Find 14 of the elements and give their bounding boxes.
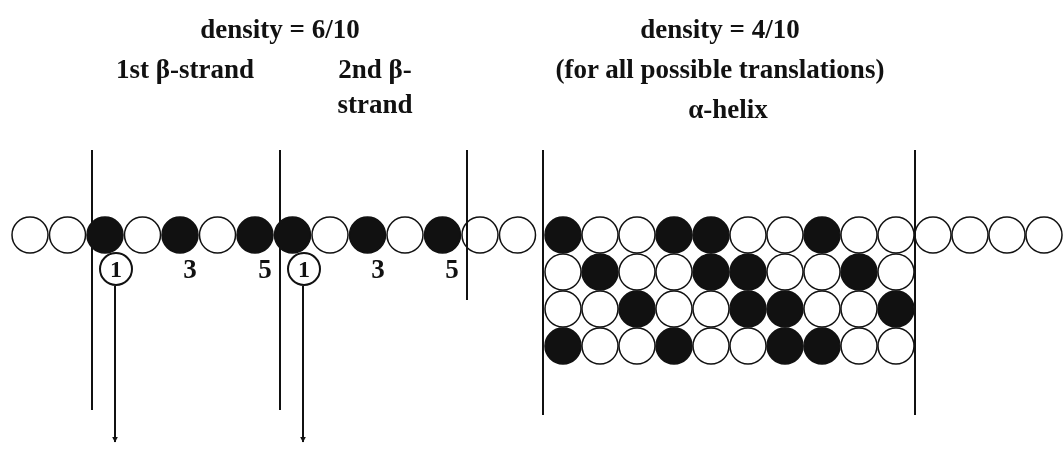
- heading-label: 1st β-strand: [115, 53, 255, 86]
- circled-number: 1: [287, 252, 321, 286]
- heading-label: 2nd β-strand: [336, 53, 414, 122]
- position-number: 5: [444, 253, 460, 286]
- position-number: 3: [370, 253, 386, 286]
- heading-label: α-helix: [687, 93, 769, 126]
- position-number: 3: [182, 253, 198, 286]
- position-number: 5: [257, 253, 273, 286]
- arrow: [300, 285, 306, 443]
- heading-label: density = 4/10: [639, 13, 801, 46]
- circled-number: 1: [99, 252, 133, 286]
- heading-label: (for all possible translations): [554, 53, 886, 86]
- arrow: [112, 285, 118, 443]
- heading-label: density = 6/10: [199, 13, 361, 46]
